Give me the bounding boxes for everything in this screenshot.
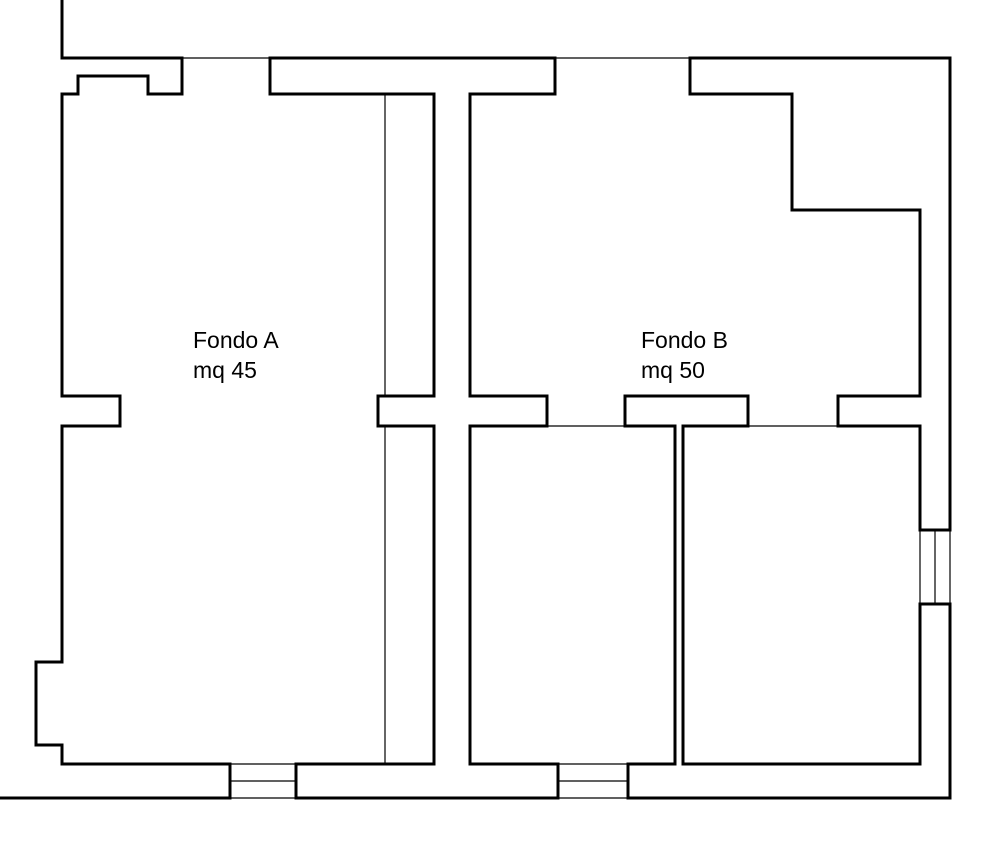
outer-walls bbox=[0, 0, 952, 800]
room-area: mq 50 bbox=[641, 357, 705, 383]
window-right bbox=[919, 530, 951, 604]
room-label-fondo-b: Fondo B mq 50 bbox=[641, 325, 728, 385]
room-name: Fondo A bbox=[193, 327, 279, 353]
room-area: mq 45 bbox=[193, 357, 257, 383]
wall-top-left-outer bbox=[34, 0, 232, 766]
room-label-fondo-a: Fondo A mq 45 bbox=[193, 325, 279, 385]
room-name: Fondo B bbox=[641, 327, 728, 353]
wall-top-mid bbox=[268, 56, 560, 766]
wall-bottom-left bbox=[0, 762, 232, 800]
window-bottom-middle bbox=[556, 762, 630, 800]
wall-top-right bbox=[688, 56, 952, 532]
window-bottom-left bbox=[230, 763, 296, 799]
wall-partition-a bbox=[268, 56, 560, 800]
wall-right-lower bbox=[623, 394, 952, 800]
openings bbox=[182, 57, 951, 800]
